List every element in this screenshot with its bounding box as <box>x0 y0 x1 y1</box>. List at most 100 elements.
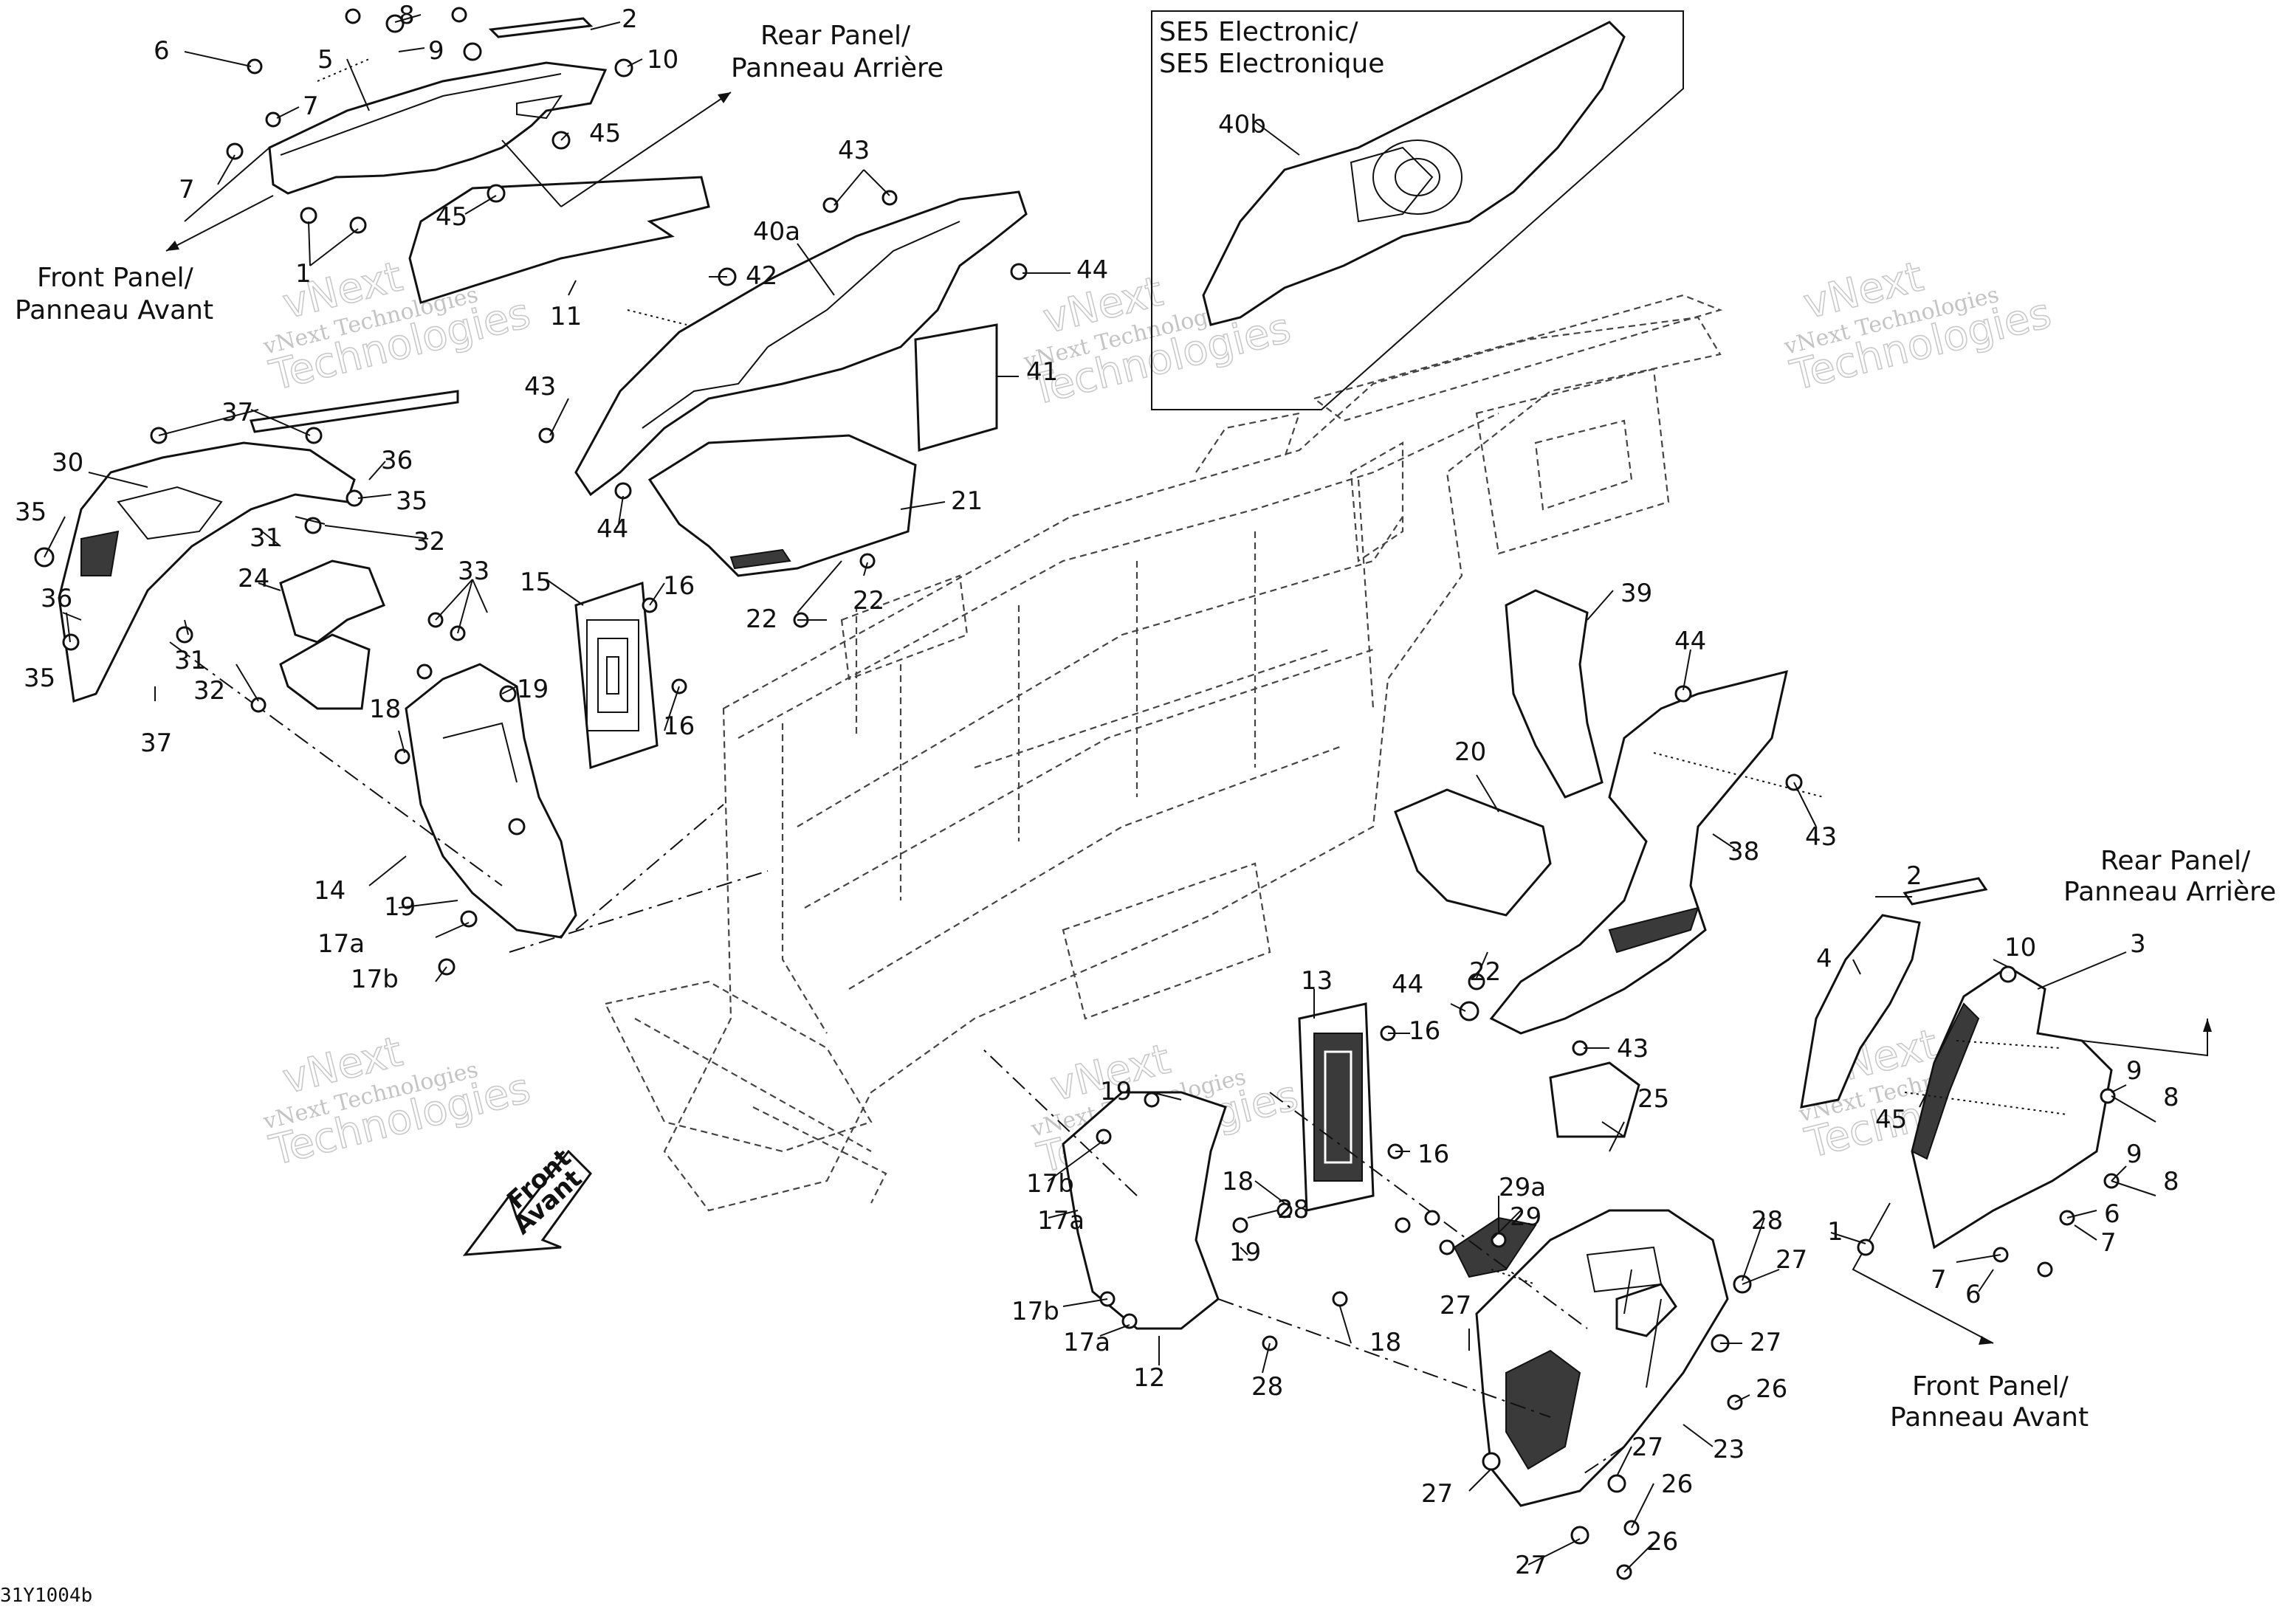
callout-23: 23 <box>1713 1435 1745 1464</box>
callout-16d: 16 <box>1417 1140 1449 1169</box>
callout-36: 36 <box>381 446 413 475</box>
callout-32: 32 <box>413 527 445 557</box>
callout-44c: 44 <box>1674 627 1706 656</box>
callout-38: 38 <box>1728 837 1759 866</box>
callout-18c: 18 <box>1369 1328 1401 1357</box>
callout-12: 12 <box>1133 1363 1165 1393</box>
callout-40b: 40b <box>1218 110 1266 139</box>
side-panel-14-assembly <box>405 581 659 939</box>
inset-title-line2: SE5 Electronique <box>1159 49 1384 79</box>
callout-27d: 27 <box>1632 1433 1663 1462</box>
callout-16b: 16 <box>663 712 695 741</box>
callouts: 6 8 2 9 10 5 7 45 7 45 1 43 40a 42 44 11… <box>15 1 2179 1580</box>
callout-17b-3: 17b <box>1011 1297 1059 1326</box>
callout-26b: 26 <box>1661 1470 1693 1499</box>
rear-panel-top-line2: Panneau Arrière <box>731 53 944 83</box>
se5-inset: SE5 Electronic/ SE5 Electronique <box>1151 10 1684 410</box>
leader-lines <box>44 14 2156 1573</box>
callout-26c: 26 <box>1646 1527 1678 1557</box>
callout-7d: 7 <box>1931 1265 1947 1295</box>
callout-43: 43 <box>838 136 870 165</box>
callout-22: 22 <box>746 604 777 634</box>
panel-40a-assembly <box>574 190 1028 577</box>
callout-27e: 27 <box>1421 1479 1453 1509</box>
callout-10b: 10 <box>2004 933 2036 962</box>
guide-lines <box>169 58 2068 1477</box>
callout-19: 19 <box>517 675 549 704</box>
callout-35b: 35 <box>15 497 47 527</box>
rear-panel-top-line1: Rear Panel/ <box>760 21 911 51</box>
callout-44: 44 <box>1076 255 1108 285</box>
callout-19d: 19 <box>1229 1238 1261 1267</box>
callout-17a: 17a <box>317 929 365 959</box>
callout-11: 11 <box>550 302 582 331</box>
callout-17b: 17b <box>351 965 399 994</box>
callout-7b: 7 <box>179 175 195 204</box>
callout-27c: 27 <box>1750 1328 1781 1357</box>
callout-35c: 35 <box>24 664 55 693</box>
callout-5: 5 <box>317 45 334 75</box>
callout-27f: 27 <box>1515 1551 1547 1580</box>
callout-43b: 43 <box>524 372 556 402</box>
callout-2b: 2 <box>1906 861 1922 891</box>
callout-29: 29 <box>1510 1202 1541 1232</box>
front-panel-right-line1: Front Panel/ <box>1912 1371 2069 1402</box>
rear-panel-right-line2: Panneau Arrière <box>2063 877 2276 907</box>
front-arrow: Front Avant <box>462 1143 592 1256</box>
callout-37b: 37 <box>140 728 172 758</box>
callout-39: 39 <box>1620 579 1652 608</box>
callout-8b: 8 <box>2163 1083 2179 1112</box>
bottom-assembly <box>1062 1002 1729 1507</box>
callout-15: 15 <box>520 568 551 597</box>
callout-28c: 28 <box>1751 1206 1783 1236</box>
callout-25: 25 <box>1637 1084 1669 1114</box>
callout-27b: 27 <box>1440 1291 1471 1320</box>
callout-31b: 31 <box>174 646 206 675</box>
callout-21: 21 <box>951 486 983 516</box>
callout-8c: 8 <box>2163 1167 2179 1196</box>
callout-31: 31 <box>250 523 281 553</box>
callout-36b: 36 <box>41 584 72 613</box>
callout-18: 18 <box>369 695 401 724</box>
callout-17b-2: 17b <box>1026 1169 1074 1199</box>
callout-29a: 29a <box>1499 1173 1546 1202</box>
callout-28: 28 <box>1277 1195 1309 1224</box>
callout-45c: 45 <box>1875 1105 1907 1134</box>
callout-45b: 45 <box>436 202 467 232</box>
panel-3-assembly <box>1800 877 2113 1250</box>
fender-30-assembly <box>58 390 459 710</box>
callout-45: 45 <box>589 119 621 148</box>
callout-6b: 6 <box>2104 1199 2120 1229</box>
callout-44b: 44 <box>597 514 628 544</box>
callout-35: 35 <box>396 486 427 516</box>
callout-19b: 19 <box>384 892 416 922</box>
callout-13: 13 <box>1301 966 1333 996</box>
callout-16: 16 <box>663 571 695 601</box>
callout-40a: 40a <box>753 217 800 247</box>
callout-22b: 22 <box>853 586 884 616</box>
callout-8: 8 <box>399 1 415 30</box>
callout-6c: 6 <box>1965 1280 1981 1309</box>
callout-14: 14 <box>314 876 346 906</box>
direction-labels: Rear Panel/ Panneau Arrière Front Panel/… <box>15 21 2276 1433</box>
diagram-code: 31Y1004b <box>0 1585 92 1607</box>
callout-2: 2 <box>622 4 638 34</box>
callout-44d: 44 <box>1392 970 1423 999</box>
front-panel-right-line2: Panneau Avant <box>1890 1402 2089 1433</box>
callout-3: 3 <box>2130 929 2146 959</box>
callout-22d: 22 <box>1469 957 1501 987</box>
callout-43c: 43 <box>1805 822 1837 852</box>
callout-9: 9 <box>428 36 444 66</box>
callout-1: 1 <box>295 259 312 289</box>
rear-panel-right-line1: Rear Panel/ <box>2100 846 2251 876</box>
callout-19c: 19 <box>1100 1077 1132 1106</box>
callout-20: 20 <box>1454 737 1486 767</box>
callout-24: 24 <box>238 564 269 593</box>
callout-18b: 18 <box>1222 1167 1254 1196</box>
callout-30: 30 <box>52 448 83 478</box>
vehicle-frame <box>604 294 1723 1212</box>
callout-17a-2: 17a <box>1037 1206 1085 1236</box>
callout-17a-3: 17a <box>1063 1328 1110 1357</box>
callout-9c: 9 <box>2126 1140 2142 1169</box>
